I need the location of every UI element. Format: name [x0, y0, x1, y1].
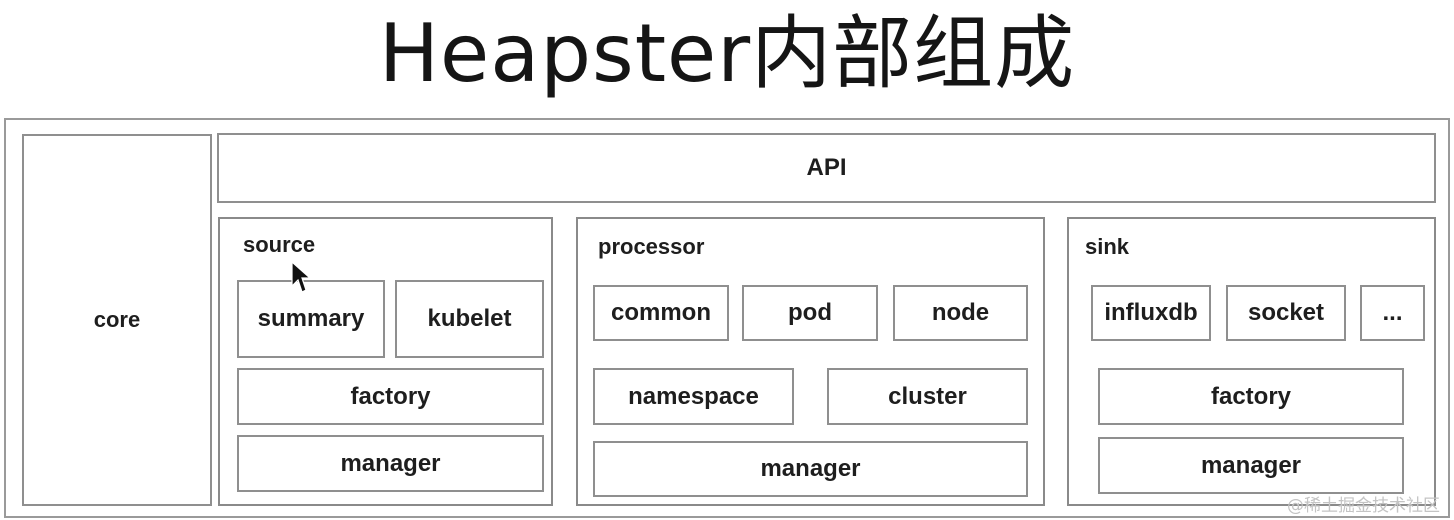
source-factory: factory — [237, 368, 544, 425]
mouse-pointer-icon — [291, 260, 312, 293]
processor-item-pod: pod — [742, 285, 878, 341]
processor-item-cluster: cluster — [827, 368, 1028, 425]
source-item-summary: summary — [237, 280, 385, 358]
sink-label: sink — [1085, 234, 1130, 259]
source-item-kubelet: kubelet — [395, 280, 544, 358]
diagram-title: Heapster内部组成 — [378, 7, 1076, 100]
processor-manager: manager — [593, 441, 1028, 497]
sink-manager: manager — [1098, 437, 1404, 494]
sink-item-socket: socket — [1226, 285, 1346, 341]
sink-item-influxdb: influxdb — [1091, 285, 1211, 341]
processor-label: processor — [598, 234, 705, 259]
sink-item-more: ... — [1360, 285, 1425, 341]
sink-factory: factory — [1098, 368, 1404, 425]
api-label: API — [806, 154, 847, 181]
processor-item-namespace: namespace — [593, 368, 794, 425]
core-box: core — [22, 134, 212, 506]
core-label: core — [93, 307, 141, 332]
source-label: source — [243, 232, 316, 257]
api-box: API — [217, 133, 1436, 203]
processor-item-node: node — [893, 285, 1028, 341]
processor-item-common: common — [593, 285, 729, 341]
watermark: @稀土掘金技术社区 — [1287, 496, 1440, 516]
source-manager: manager — [237, 435, 544, 492]
